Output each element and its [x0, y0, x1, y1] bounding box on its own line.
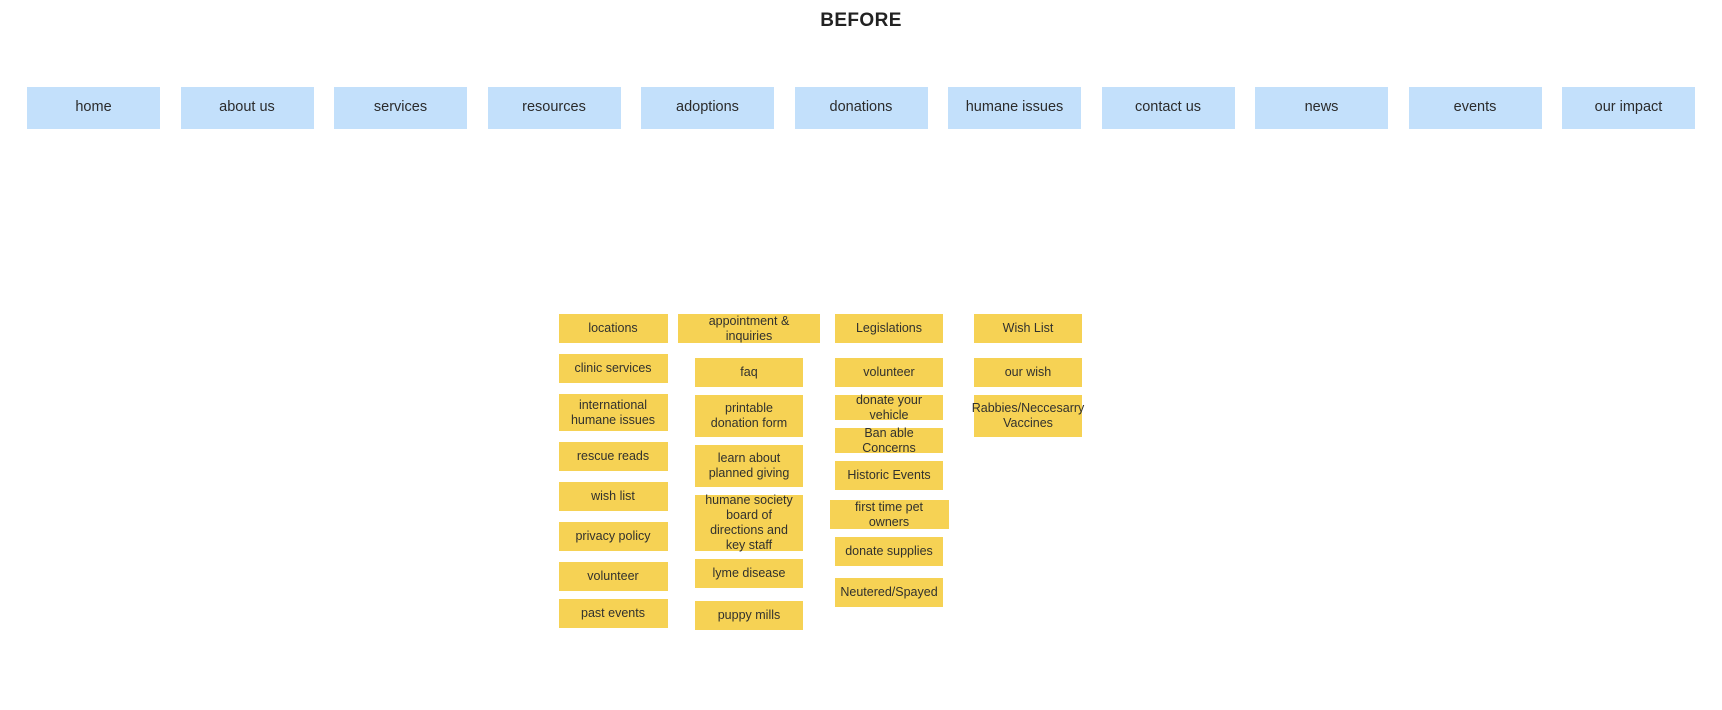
nav-item-events[interactable]: events	[1408, 87, 1542, 129]
sitemap-box-lyme-disease[interactable]: lyme disease	[695, 559, 803, 588]
sitemap-box-label: faq	[740, 365, 758, 379]
sitemap-box-wish-list[interactable]: wish list	[558, 482, 668, 511]
sitemap-box-past-events[interactable]: past events	[558, 599, 668, 628]
nav-item-resources[interactable]: resources	[487, 87, 621, 129]
sitemap-box-label: appointment & inquiries	[708, 313, 790, 343]
nav-item-label: about us	[219, 99, 275, 116]
sitemap-box-our-wish[interactable]: our wish	[974, 358, 1082, 387]
sitemap-box-volunteer[interactable]: volunteer	[558, 562, 668, 591]
sitemap-box-first-time-pet-owners[interactable]: first time pet owners	[829, 499, 949, 529]
page-title: BEFORE	[820, 10, 902, 31]
sitemap-box-label: Ban able Concerns	[862, 425, 916, 455]
sitemap-box-faq[interactable]: faq	[695, 358, 803, 387]
sitemap-diagram: locations clinic services international hu…	[548, 314, 1098, 630]
sitemap-box-label: past events	[581, 606, 645, 620]
nav-item-adoptions[interactable]: adoptions	[641, 87, 774, 129]
sitemap-box-donate-supplies[interactable]: donate supplies	[835, 537, 943, 566]
nav-item-label: our impact	[1594, 99, 1663, 116]
sitemap-box-ban-able-concerns[interactable]: Ban able Concerns	[835, 425, 943, 455]
sitemap-column-1: locations clinic services international hu…	[548, 314, 678, 628]
nav-item-our-impact[interactable]: our impact	[1562, 87, 1695, 129]
sitemap-box-label: donate supplies	[845, 544, 933, 558]
sitemap-box-label: volunteer	[863, 365, 915, 379]
sitemap-box-rabbies-neccesarry-vaccines[interactable]: Rabbies/Neccesarry Vaccines	[971, 395, 1085, 437]
nav-item-label: adoptions	[676, 99, 739, 116]
sitemap-box-humane-society-board-of-directions-and-key-staff[interactable]: humane society board of directions and k…	[695, 493, 803, 552]
sitemap-box-locations[interactable]: locations	[558, 314, 668, 343]
sitemap-box-label: volunteer	[587, 569, 639, 583]
sitemap-column-2: appointment & inquiries faq printable dona…	[678, 314, 820, 630]
sitemap-box-rescue-reads[interactable]: rescue reads	[558, 442, 668, 471]
sitemap-box-label: clinic services	[574, 361, 652, 375]
sitemap-box-label: Legislations	[855, 321, 922, 335]
sitemap-box-donate-your-vehicle[interactable]: donate your vehicle	[835, 392, 943, 422]
nav-item-donations[interactable]: donations	[794, 87, 928, 129]
sitemap-box-historic-events[interactable]: Historic Events	[835, 461, 943, 490]
sitemap-box-label: first time pet owners	[854, 499, 924, 529]
nav-item-label: news	[1304, 99, 1339, 116]
nav-item-label: resources	[522, 99, 586, 116]
sitemap-box-privacy-policy[interactable]: privacy policy	[558, 522, 668, 551]
sitemap-box-label: Wish List	[1002, 321, 1054, 335]
sitemap-box-label: wish list	[591, 489, 635, 503]
sitemap-box-learn-about-planned-giving[interactable]: learn about planned giving	[695, 445, 803, 487]
sitemap-box-printable-donation-form[interactable]: printable donation form	[695, 395, 803, 437]
sitemap-box-clinic-services[interactable]: clinic services	[558, 354, 668, 383]
sitemap-box-volunteer[interactable]: volunteer	[835, 358, 943, 387]
sitemap-box-label: Neutered/Spayed	[840, 585, 938, 599]
sitemap-box-wish-list[interactable]: Wish List	[974, 314, 1082, 343]
sitemap-box-appointment-inquiries[interactable]: appointment & inquiries	[678, 314, 820, 343]
nav-item-label: events	[1453, 99, 1497, 116]
sitemap-box-legislations[interactable]: Legislations	[835, 314, 943, 343]
top-navigation-bar: home about us services resources adoptions do…	[27, 87, 1695, 129]
nav-item-contact-us[interactable]: contact us	[1101, 87, 1235, 129]
sitemap-box-label: international humane issues	[570, 397, 656, 427]
sitemap-box-puppy-mills[interactable]: puppy mills	[695, 601, 803, 630]
nav-item-label: services	[373, 99, 428, 116]
nav-item-humane-issues[interactable]: humane issues	[948, 87, 1081, 129]
nav-item-about-us[interactable]: about us	[180, 87, 314, 129]
nav-item-news[interactable]: news	[1255, 87, 1388, 129]
sitemap-box-label: donate your vehicle	[855, 392, 923, 422]
sitemap-box-label: learn about planned giving	[708, 451, 790, 480]
sitemap-box-label: humane society board of directions and k…	[705, 493, 793, 552]
sitemap-column-3: Legislations volunteer donate your vehicle…	[820, 314, 958, 607]
sitemap-box-neutered-spayed[interactable]: Neutered/Spayed	[835, 578, 943, 607]
sitemap-box-label: rescue reads	[576, 449, 650, 463]
nav-item-services[interactable]: services	[334, 87, 467, 129]
nav-item-label: humane issues	[965, 99, 1064, 116]
sitemap-box-label: lyme disease	[712, 566, 786, 580]
sitemap-box-label: our wish	[1004, 365, 1052, 379]
sitemap-box-label: privacy policy	[575, 529, 651, 543]
nav-item-label: home	[75, 99, 112, 116]
sitemap-box-label: Rabbies/Neccesarry Vaccines	[971, 401, 1085, 430]
sitemap-box-label: puppy mills	[717, 608, 781, 622]
sitemap-box-label: locations	[588, 321, 638, 335]
sitemap-box-label: Historic Events	[847, 468, 931, 482]
sitemap-box-international-humane-issues[interactable]: international humane issues	[558, 394, 668, 431]
nav-item-label: contact us	[1134, 99, 1202, 116]
nav-item-label: donations	[829, 99, 893, 116]
nav-item-home[interactable]: home	[27, 87, 160, 129]
sitemap-box-label: printable donation form	[710, 401, 788, 430]
